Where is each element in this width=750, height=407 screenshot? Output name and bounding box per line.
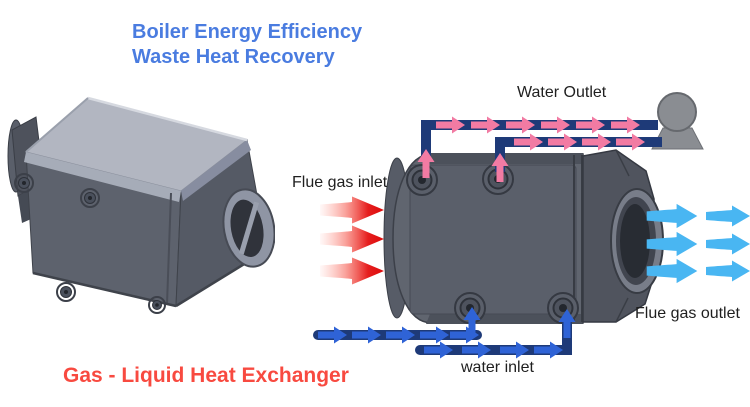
left-unit-port-ring [222, 188, 275, 268]
water-inlet-label: water inlet [461, 359, 534, 376]
heat-exchanger-side-icon [313, 92, 750, 359]
page-title: Boiler Energy Efficiency Waste Heat Reco… [132, 20, 362, 70]
flue-gas-outlet-arrows [646, 203, 750, 284]
water-outlet-label: Water Outlet [517, 84, 607, 101]
title-line-1: Boiler Energy Efficiency [132, 21, 363, 43]
caption: Gas - Liquid Heat Exchanger [63, 364, 349, 387]
title-line-2: Waste Heat Recovery [132, 46, 335, 68]
left-unit-body [24, 96, 268, 308]
left-unit-bolts [14, 173, 166, 314]
heat-exchanger-isometric-icon [7, 96, 275, 314]
flue-gas-outlet-label: Flue gas outlet [635, 305, 740, 322]
pump-icon [651, 92, 704, 150]
flue-gas-inlet-label: Flue gas inlet [292, 174, 388, 191]
flue-gas-inlet-arrows [320, 196, 384, 285]
